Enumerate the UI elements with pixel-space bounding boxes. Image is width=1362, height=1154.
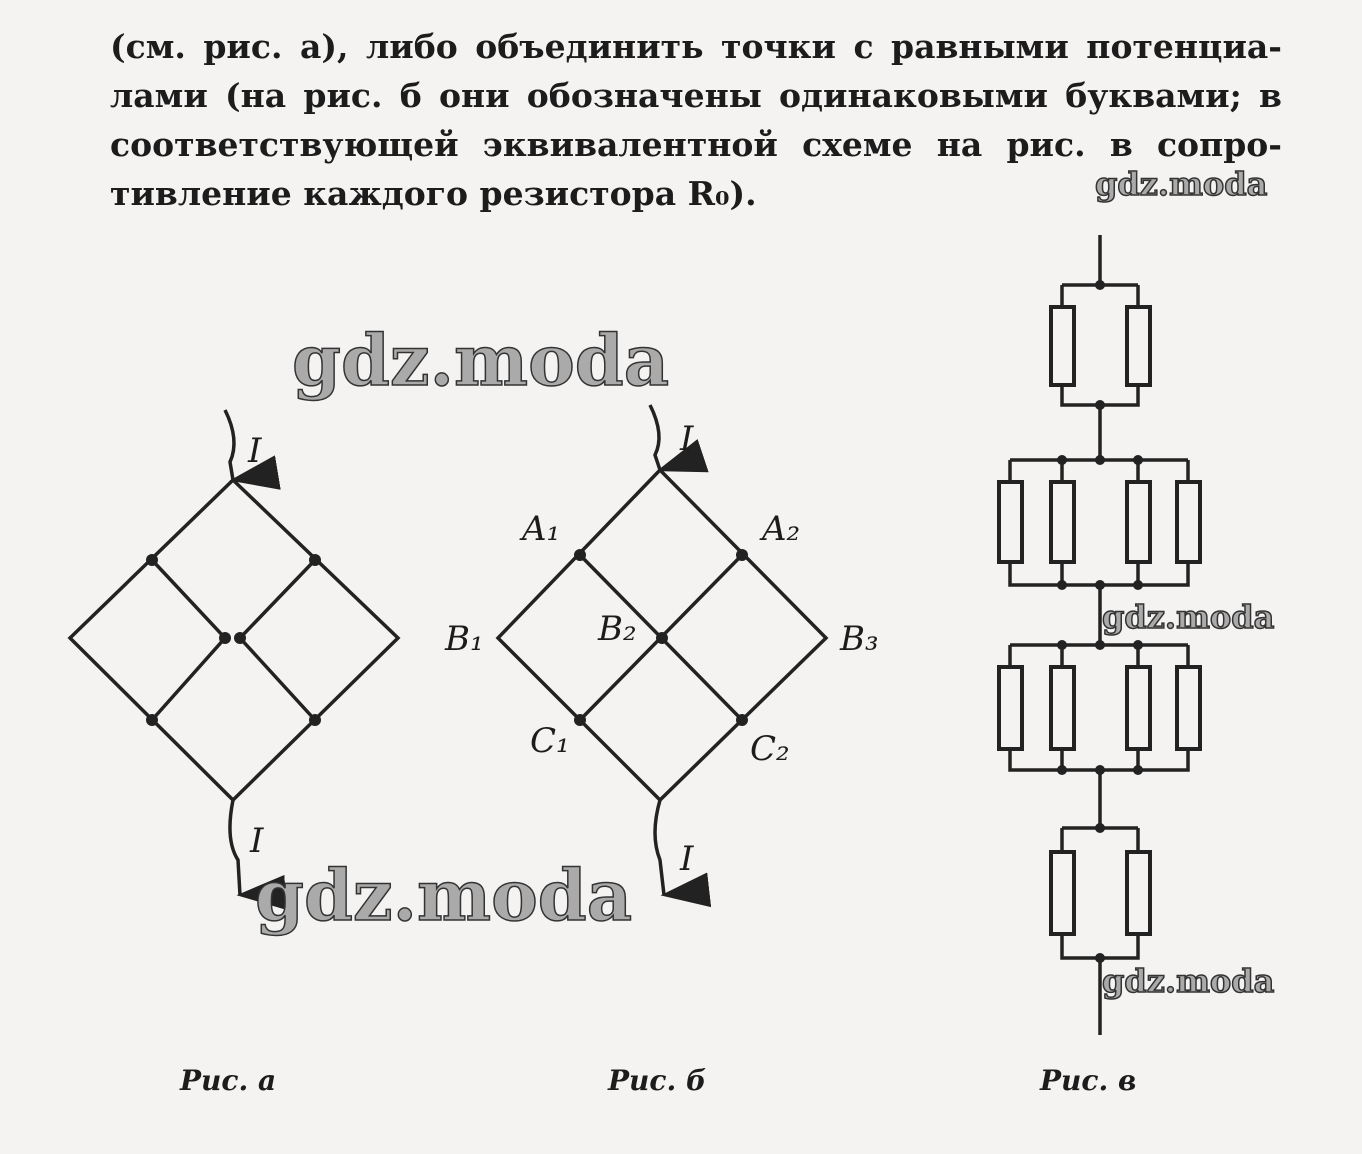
text-line: соответствующей эквивалентной схеме на р… [110, 125, 1282, 164]
watermark: gdz.moda [255, 854, 632, 937]
watermark: gdz.moda [1095, 165, 1267, 203]
label-c2: C₂ [750, 729, 790, 769]
figure-a-bridge: I I Рис. а [67, 409, 401, 1097]
text-line: (см. рис. а), либо объединить точки с ра… [110, 27, 1282, 66]
caption-b: Рис. б [607, 1064, 706, 1097]
caption-a: Рис. а [179, 1064, 276, 1097]
text-line: тивление каждого резистора R₀). [110, 174, 757, 213]
current-label-out: I [249, 821, 264, 861]
label-b3: B₃ [839, 619, 879, 659]
text-line: лами (на рис. б они обозначены одинаковы… [110, 76, 1282, 115]
caption-c: Рис. в [1039, 1064, 1136, 1097]
current-label-out: I [679, 839, 694, 879]
label-a1: A₁ [519, 509, 560, 549]
current-label-in: I [247, 431, 262, 471]
paragraph: (см. рис. а), либо объединить точки с ра… [110, 22, 1282, 218]
watermark: gdz.moda [1102, 598, 1274, 636]
figure-c-equivalent-circuit: Рис. в [997, 235, 1202, 1097]
label-a2: A₂ [759, 509, 800, 549]
watermark: gdz.moda [292, 319, 669, 402]
figure-b-bridge: I I A₁ A₂ B₁ B₂ B₃ C₁ C₂ Рис. б [444, 404, 879, 1097]
label-b1: B₁ [444, 619, 484, 659]
watermark: gdz.moda [1102, 962, 1274, 1000]
label-c1: C₁ [530, 721, 570, 761]
current-label-in: I [679, 419, 694, 459]
label-b2: B₂ [597, 609, 637, 649]
